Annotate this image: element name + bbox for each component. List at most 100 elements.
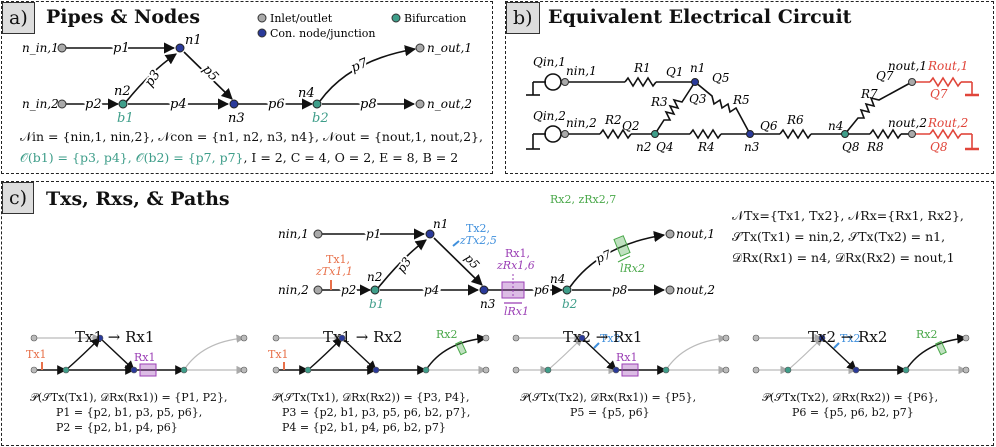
panel-b-title: Equivalent Electrical Circuit: [548, 6, 852, 28]
pipe-p7: [319, 45, 417, 102]
sub1-node-nout1: [240, 334, 248, 342]
clabel-q5: Q5: [712, 71, 729, 85]
label-nin1: n_in,1: [22, 41, 59, 55]
sub3-node-nout1: [722, 334, 730, 342]
sub2-line2: P3 = {p2, b1, p3, p5, p6, b2, p7},: [282, 406, 471, 419]
clabel-nin1: nin,1: [566, 64, 597, 78]
c-pipe-p7: [569, 231, 666, 288]
c-label-p4: p4: [424, 283, 439, 297]
sub3-node-n1: [578, 334, 586, 342]
sub1-edge-p3: [65, 337, 101, 371]
clabel-rout2: Rout,2: [927, 116, 968, 130]
sub2-node-b2: [422, 366, 430, 374]
c-label-ztx1: zTx1,1: [315, 265, 353, 278]
sub3-rx-label: Rx1: [616, 351, 637, 364]
sub1-title: Tx1 → Rx1: [75, 328, 155, 346]
sub4-tx-label: Tx2: [840, 332, 861, 345]
c-label-p2: p2: [341, 283, 356, 297]
clabel-n1: n1: [690, 61, 705, 75]
panel-c: c) Txs, Rxs, & Paths: [1, 181, 994, 446]
clabel-nin2: nin,2: [566, 116, 597, 130]
panel-a-title: Pipes & Nodes: [46, 6, 201, 28]
node-nout1: [415, 43, 425, 53]
c-node-b2: [562, 285, 572, 295]
sub2-title: Tx1 → Rx2: [323, 328, 403, 346]
sub2-edge-p5: [341, 337, 377, 371]
sub3-line2: P5 = {p5, p6}: [570, 406, 650, 419]
label-b2: b2: [312, 111, 329, 126]
label-p8: p8: [360, 97, 377, 112]
c-label-ztx2: zTx2,5: [459, 234, 497, 247]
c-node-nin1: [313, 229, 323, 239]
sub4-node-nout2: [962, 366, 970, 374]
resistor-r4: [689, 128, 722, 140]
c-set-line1: 𝒩Tx={Tx1, Tx2}, 𝒩Rx={Rx1, Rx2},: [732, 208, 964, 223]
sub2-node-nout1: [482, 334, 490, 342]
sub3-line1: 𝒫(𝒮Tx(Tx2), 𝒟Rx(Rx1)) = {P5},: [520, 391, 697, 404]
sub1-line1: 𝒫(𝒮Tx(Tx1), 𝒟Rx(Rx1)) = {P1, P2},: [30, 391, 228, 404]
clabel-n4: n4: [828, 119, 843, 133]
sub3-tx-marker: [593, 342, 600, 349]
c-label-tx2: Tx2,: [466, 222, 490, 235]
sub4-node-nin1: [752, 334, 760, 342]
resistor-r1: [624, 76, 657, 88]
panel-a: a) Pipes & Nodes: [1, 1, 493, 174]
panel-a-eq2: 𝒪(b1) = {p3, p4}, 𝒪(b2) = {p7, p7}, I = …: [20, 150, 458, 166]
sub2-edge-p7: [425, 333, 487, 371]
sub3-rx-marker: [621, 363, 639, 377]
panel-b: b) Equivalent Electrical Circuit: [505, 1, 994, 174]
clabel-q3: Q3: [689, 92, 707, 106]
label-n3: n3: [228, 111, 245, 126]
sub2-edge-p3: [307, 337, 343, 371]
label-nin2: n_in,2: [22, 97, 59, 111]
panel-c-title: Txs, Rxs, & Paths: [46, 188, 230, 210]
c-label-tx1: Tx1,: [326, 253, 350, 266]
c-label-nin1: nin,1: [278, 227, 309, 241]
panel-a-eq2-bif: 𝒪(b1) = {p3, p4}, 𝒪(b2) = {p7, p7}: [20, 150, 244, 165]
sub2-rx-marker: [455, 340, 467, 356]
sub1-edge-p5: [99, 337, 135, 371]
panel-b-tag: b): [506, 2, 540, 34]
sub1-node-nin2: [30, 366, 38, 374]
c-label-p1: p1: [366, 227, 381, 241]
resistor-rout1: [929, 76, 962, 88]
panel-c-tag: c): [2, 182, 35, 214]
sub4-node-nin2: [752, 366, 760, 374]
c-rx2-box: [613, 235, 631, 257]
cnode-n1: [691, 78, 699, 86]
c-pipe-p3: [377, 239, 427, 289]
sub3-edge-p3: [547, 337, 583, 371]
cnode-n2: [651, 130, 659, 138]
c-label-nin2: nin,2: [278, 283, 309, 297]
c-label-rx1: Rx1,: [505, 247, 530, 260]
sub3-edge-p5: [581, 337, 617, 371]
label-p6: p6: [268, 97, 285, 112]
c-pipe-p5: [433, 237, 483, 286]
sub2-node-b1: [304, 366, 312, 374]
c-label-zrx1: zRx1,6: [496, 259, 535, 272]
clabel-nout2: nout,2: [888, 116, 927, 130]
sub2-node-nin2: [272, 366, 280, 374]
c-label-rx2: Rx2, zRx2,7: [550, 193, 616, 206]
cnode-nout2: [908, 130, 916, 138]
legend-inlet-marker: [257, 13, 267, 23]
clabel-q2: Q2: [622, 119, 639, 133]
c-label-b1: b1: [369, 297, 384, 311]
legend-con-label: Con. node/junction: [270, 27, 375, 40]
sub3-node-b1: [544, 366, 552, 374]
legend-bif-marker: [391, 13, 401, 23]
sub1-rx-label: Rx1: [134, 351, 155, 364]
sub3-edge-p7: [665, 334, 727, 371]
c-label-n1: n1: [433, 217, 448, 231]
c-label-lrx1: lRx1: [504, 305, 529, 318]
clabel-r7: R7: [860, 87, 878, 101]
sub2-line3: P4 = {p2, b1, p4, p6, b2, p7}: [282, 421, 446, 434]
clabel-q7r: Q7: [930, 87, 948, 101]
clabel-r8: R8: [866, 140, 884, 154]
clabel-q8r: Q8: [930, 140, 948, 154]
pipe-p5: [183, 51, 233, 100]
cnode-nout1: [908, 78, 916, 86]
c-node-n3: [479, 285, 489, 295]
c-node-nout2: [665, 285, 675, 295]
